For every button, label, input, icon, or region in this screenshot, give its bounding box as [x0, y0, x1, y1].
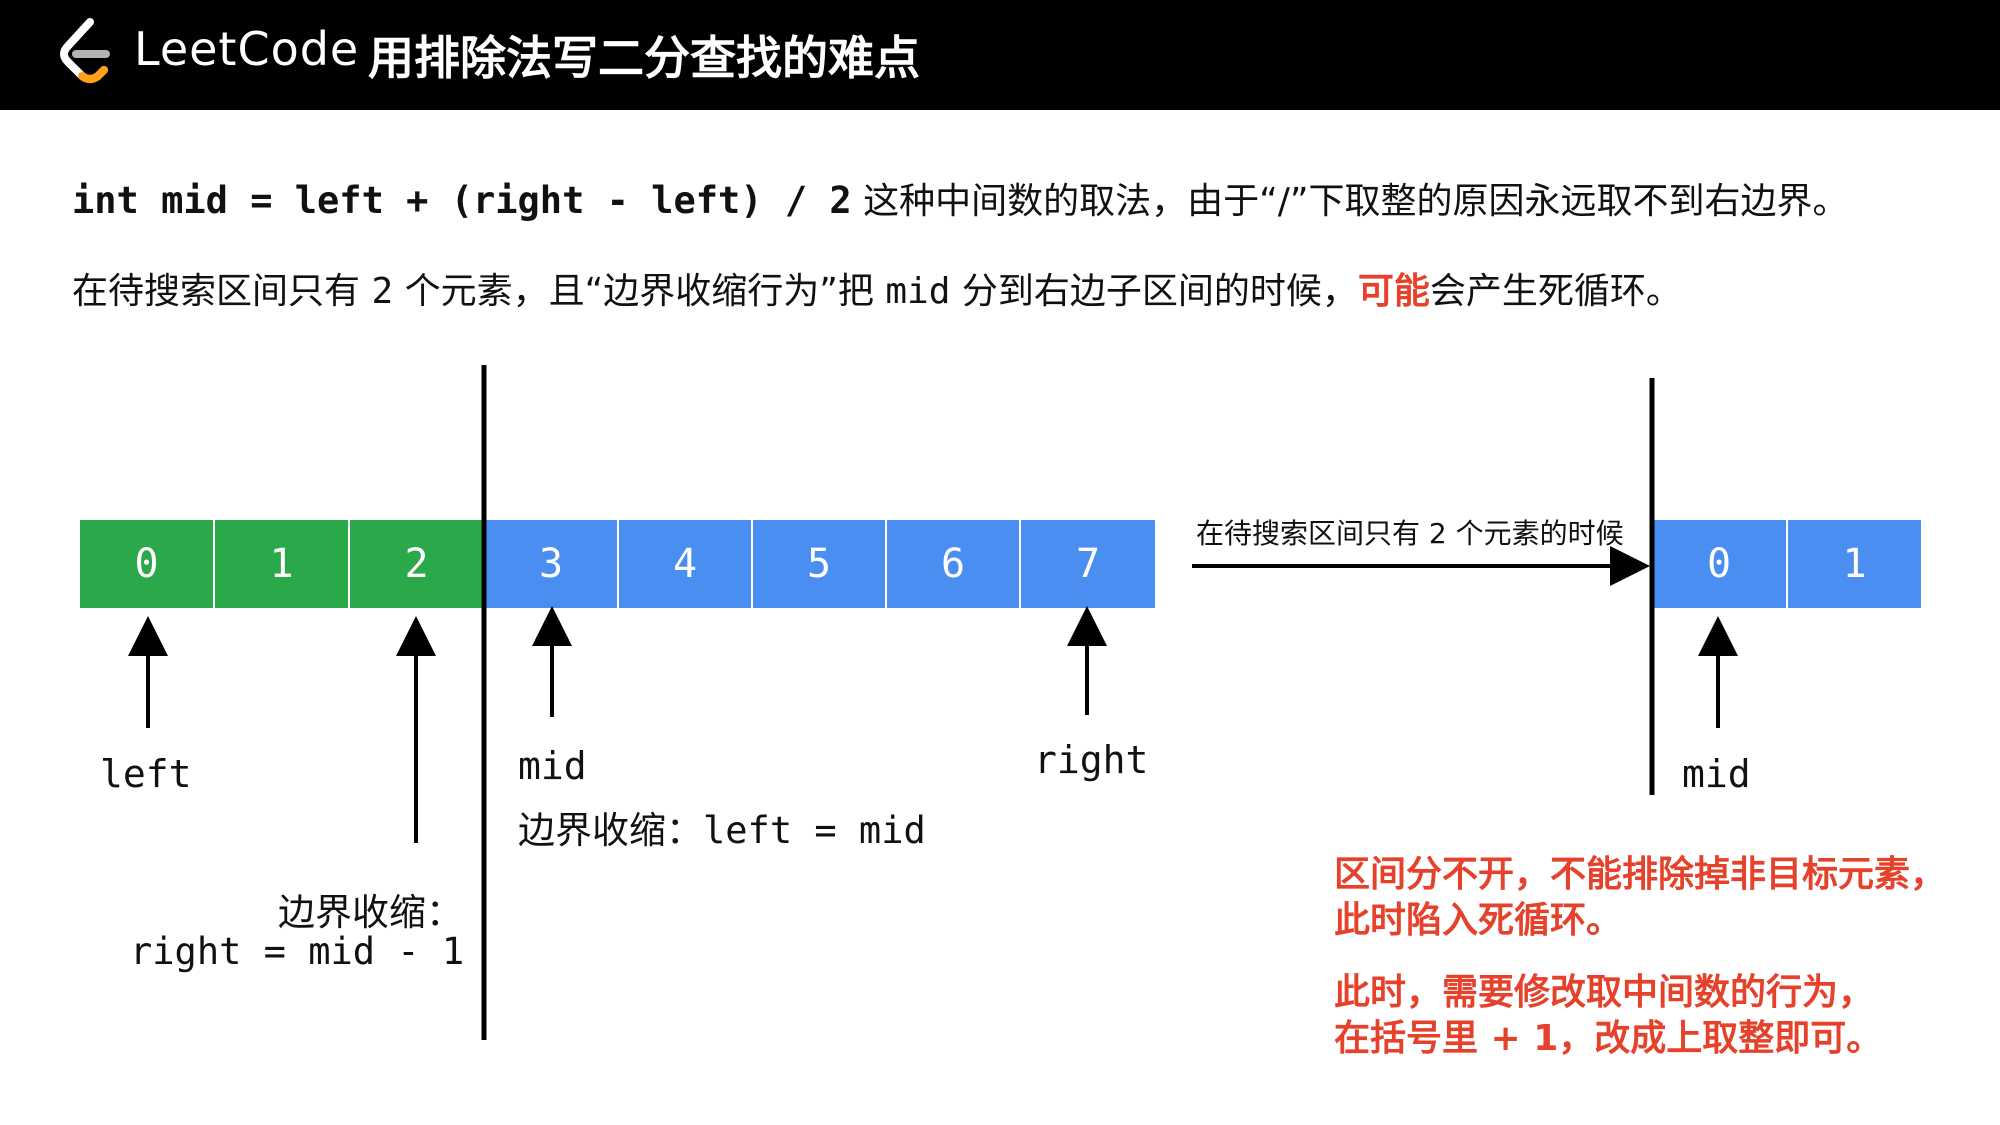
small-array-cell-1: 1 [1788, 520, 1921, 608]
intro-line-1-text: 这种中间数的取法，由于“/”下取整的原因永远取不到右边界。 [851, 181, 1849, 222]
shrink-left-eq-mid-text: 边界收缩：left = mid [518, 809, 926, 852]
intro-line-2-mid-code: mid [885, 271, 951, 312]
shrink-left-eq-mid-label: 边界收缩：left = mid [518, 800, 926, 854]
intro-line-2-part-b: 个元素，且“边界收缩行为”把 [393, 271, 886, 312]
mid-label: mid [518, 744, 587, 788]
fix-note-line-2: 在括号里 + 1，改成上取整即可。 [1334, 1018, 1883, 1059]
array-cell-7: 7 [1021, 520, 1155, 608]
array-cell-1: 1 [215, 520, 350, 608]
intro-line-1: int mid = left + (right - left) / 2 这种中间… [72, 172, 1849, 224]
array-cell-5: 5 [753, 520, 887, 608]
fix-note: 此时，需要修改取中间数的行为， 在括号里 + 1，改成上取整即可。 [1334, 970, 1882, 1062]
intro-line-2-highlight: 可能 [1357, 271, 1430, 312]
header-bar: LeetCode 用排除法写二分查找的难点 [0, 0, 2000, 110]
array-cell-0: 0 [80, 520, 215, 608]
array-cell-3: 3 [485, 520, 619, 608]
intro-line-2-part-c: 分到右边子区间的时候， [950, 271, 1358, 312]
small-array-cell-0: 0 [1652, 520, 1788, 608]
shrink-right-label-line-1: 边界收缩： [278, 891, 463, 934]
mid2-label: mid [1682, 752, 1751, 796]
deadloop-note-line-2: 此时陷入死循环。 [1334, 900, 1623, 941]
array-cell-4: 4 [619, 520, 753, 608]
fix-note-line-1: 此时，需要修改取中间数的行为， [1334, 972, 1875, 1013]
intro-line-2-part-a: 在待搜索区间只有 [72, 271, 372, 312]
shrink-right-label-line-2: right = mid - 1 [130, 930, 465, 973]
page-title: 用排除法写二分查找的难点 [368, 31, 920, 85]
brand-name: LeetCode [134, 22, 360, 76]
transition-label: 在待搜索区间只有 2 个元素的时候 [1196, 517, 1624, 550]
intro-line-2-part-d: 会产生死循环。 [1429, 271, 1682, 312]
intro-line-2: 在待搜索区间只有 2 个元素，且“边界收缩行为”把 mid 分到右边子区间的时候… [72, 262, 1682, 314]
right-label: right [1034, 738, 1149, 782]
left-label: left [100, 752, 192, 796]
array-cell-6: 6 [887, 520, 1021, 608]
deadloop-note-line-1: 区间分不开，不能排除掉非目标元素， [1334, 854, 1947, 895]
intro-line-2-number: 2 [371, 271, 394, 312]
deadloop-note: 区间分不开，不能排除掉非目标元素， 此时陷入死循环。 [1334, 852, 1946, 944]
array-cell-2: 2 [350, 520, 485, 608]
mid-formula-code: int mid = left + (right - left) / 2 [72, 179, 852, 222]
leetcode-logo-icon [60, 18, 110, 83]
